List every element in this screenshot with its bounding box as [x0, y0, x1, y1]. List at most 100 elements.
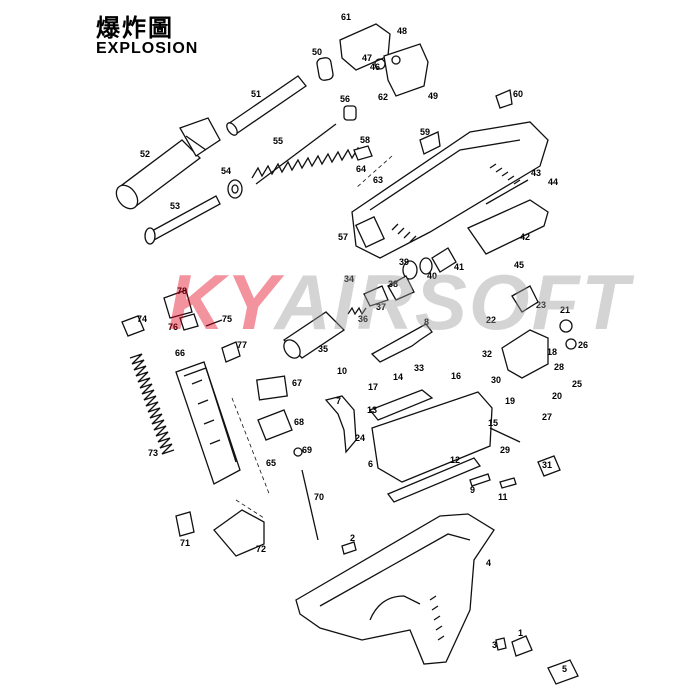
part-58 [353, 145, 373, 161]
part-label-30: 30 [491, 375, 501, 385]
part-label-15: 15 [488, 418, 498, 428]
part-68 [257, 409, 293, 441]
part-label-14: 14 [393, 372, 403, 382]
pin-75 [205, 319, 223, 327]
assembly-dash-line [231, 397, 271, 497]
part-label-22: 22 [486, 315, 496, 325]
part-label-36: 36 [358, 314, 368, 324]
part-label-73: 73 [148, 448, 158, 458]
part-label-27: 27 [542, 412, 552, 422]
part-label-41: 41 [454, 262, 464, 272]
part-label-67: 67 [292, 378, 302, 388]
part-label-1: 1 [518, 628, 523, 638]
part-31 [537, 455, 561, 477]
nozzle-parts [282, 285, 389, 359]
part-label-18: 18 [547, 347, 557, 357]
part-label-62: 62 [378, 92, 388, 102]
recoil-spring-part [251, 123, 363, 185]
part-label-51: 51 [251, 89, 261, 99]
part-label-23: 23 [536, 300, 546, 310]
part-label-13: 13 [367, 405, 377, 415]
part-label-19: 19 [505, 396, 515, 406]
washer-part [227, 179, 243, 199]
slide-part [351, 121, 549, 259]
part-label-35: 35 [318, 344, 328, 354]
part-label-64: 64 [356, 164, 366, 174]
watermark-logo: KYAIRSOFT [168, 257, 631, 348]
part-label-55: 55 [273, 136, 283, 146]
part-label-46: 46 [370, 62, 380, 72]
part-label-6: 6 [368, 459, 373, 469]
part-label-69: 69 [302, 445, 312, 455]
rear-plate-part [467, 199, 549, 255]
baseplate-72 [213, 509, 265, 557]
bucking-part [316, 57, 334, 81]
part-59 [419, 131, 441, 155]
part-label-12: 12 [450, 455, 460, 465]
part-label-43: 43 [531, 168, 541, 178]
part-label-60: 60 [513, 89, 523, 99]
frame-part [295, 513, 495, 665]
part-label-8: 8 [424, 317, 429, 327]
part-label-2: 2 [350, 533, 355, 543]
fcu-housing-part [371, 391, 493, 483]
nozzle-tip-part [343, 105, 357, 121]
part-label-28: 28 [554, 362, 564, 372]
part-label-40: 40 [427, 271, 437, 281]
part-label-66: 66 [175, 348, 185, 358]
lever-part [370, 323, 433, 363]
part-label-78: 78 [177, 286, 187, 296]
part-label-21: 21 [560, 305, 570, 315]
part-label-52: 52 [140, 149, 150, 159]
part-label-74: 74 [137, 314, 147, 324]
pin-9 [469, 473, 491, 487]
part-label-63: 63 [373, 175, 383, 185]
part-label-49: 49 [428, 91, 438, 101]
trigger-part [324, 395, 357, 454]
part-label-76: 76 [168, 322, 178, 332]
magazine-part [175, 361, 241, 485]
part-label-11: 11 [498, 492, 508, 502]
mag-spring-part [129, 353, 175, 455]
part-label-47: 47 [362, 53, 372, 63]
pin-11 [499, 477, 517, 489]
part-label-56: 56 [340, 94, 350, 104]
part-label-54: 54 [221, 166, 231, 176]
part-label-34: 34 [344, 274, 354, 284]
part-74 [121, 315, 145, 337]
part-label-57: 57 [338, 232, 348, 242]
rod-70-part [301, 469, 319, 541]
part-label-59: 59 [420, 127, 430, 137]
rod-43-part [485, 179, 529, 205]
part-label-44: 44 [548, 177, 558, 187]
part-label-16: 16 [451, 371, 461, 381]
part-label-32: 32 [482, 349, 492, 359]
part-label-33: 33 [414, 363, 424, 373]
part-label-65: 65 [266, 458, 276, 468]
part-label-75: 75 [222, 314, 232, 324]
part-label-31: 31 [542, 460, 552, 470]
assembly-dash-line [355, 155, 393, 189]
part-label-38: 38 [388, 279, 398, 289]
part-78 [163, 289, 193, 319]
hammer-assembly-part [501, 285, 577, 379]
part-label-37: 37 [376, 302, 386, 312]
part-label-50: 50 [312, 47, 322, 57]
part-67 [256, 375, 288, 401]
part-label-20: 20 [552, 391, 562, 401]
watermark-ky: KY [168, 258, 275, 346]
part-60 [495, 89, 513, 109]
part-label-24: 24 [355, 433, 365, 443]
part-71 [175, 511, 195, 537]
part-label-25: 25 [572, 379, 582, 389]
part-label-39: 39 [399, 257, 409, 267]
part-label-4: 4 [486, 558, 491, 568]
part-label-72: 72 [256, 544, 266, 554]
part-label-29: 29 [500, 445, 510, 455]
part-label-7: 7 [336, 396, 341, 406]
part-label-68: 68 [294, 417, 304, 427]
rear-sight-assembly-part [339, 23, 429, 97]
guide-rod-part [144, 195, 221, 245]
